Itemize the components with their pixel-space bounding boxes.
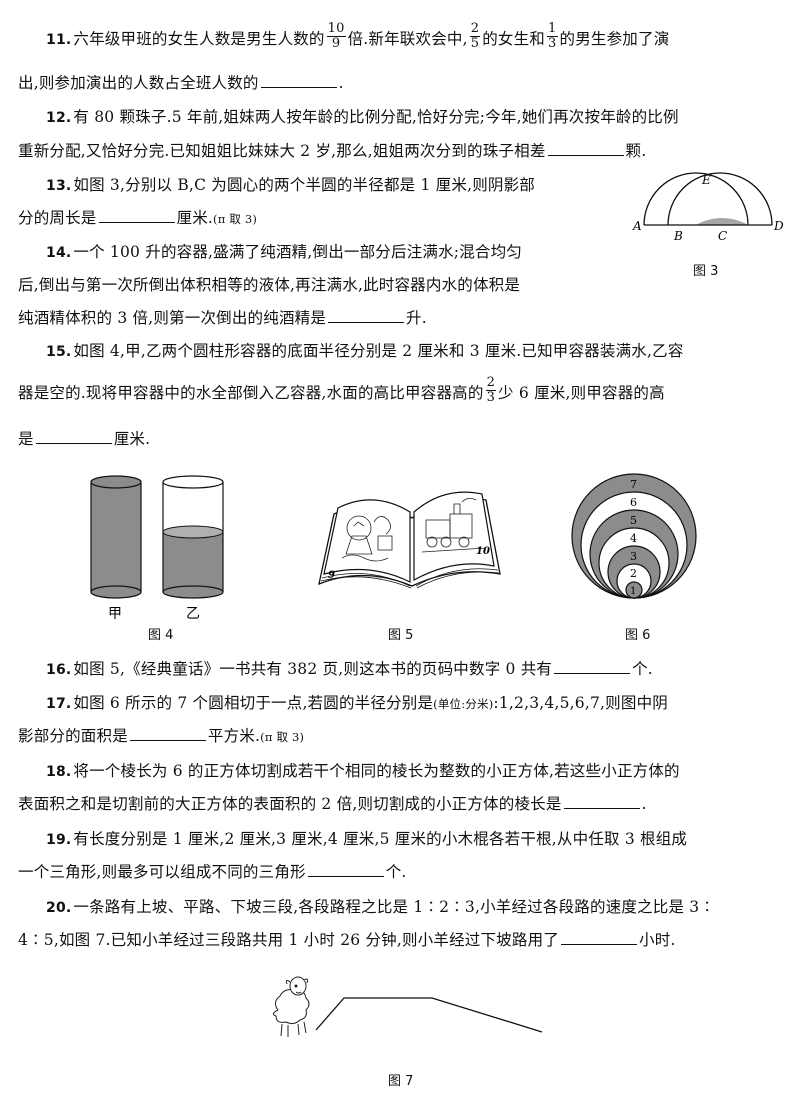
answer-blank-16[interactable] [554, 659, 631, 674]
question-14-line-2: 后,倒出与第一次所倒出体积相等的液体,再注满水,此时容器内水的体积是 [18, 276, 521, 294]
figure-4-cylinders: 甲 乙 [90, 475, 224, 622]
answer-blank-13[interactable] [98, 208, 175, 223]
question-13-line-2: 分的周长是厘米.(π 取 3) [18, 208, 258, 227]
lamb-icon [272, 976, 310, 1037]
label-yi: 乙 [186, 606, 200, 622]
cylinder-yi-top [162, 475, 224, 489]
label-e: E [701, 173, 711, 187]
question-12-line-1: 12.有 80 颗珠子.5 年前,姐妹两人按年龄的比例分配,恰好分完;今年,她们… [46, 108, 679, 126]
answer-blank-20[interactable] [561, 930, 637, 945]
answer-blank-14[interactable] [328, 308, 405, 323]
figure-6-caption: 图 6 [625, 628, 651, 643]
answer-blank-19[interactable] [307, 862, 384, 877]
label-r4: 4 [630, 532, 637, 545]
book-left-page [323, 499, 411, 583]
cylinder-yi-water-surface [162, 525, 224, 539]
label-jia: 甲 [108, 606, 122, 622]
question-17-line-2: 影部分的面积是平方米.(π 取 3) [18, 726, 305, 745]
cylinder-jia-top [90, 475, 142, 489]
question-19-line-1: 19.有长度分别是 1 厘米,2 厘米,3 厘米,4 厘米,5 厘米的小木棍各若… [46, 830, 688, 848]
book-page-edges [320, 568, 500, 589]
question-15-line-3: 是厘米. [18, 429, 151, 448]
label-r2: 2 [630, 567, 637, 580]
label-r3: 3 [630, 550, 637, 563]
left-illustration [341, 515, 393, 562]
question-20-line-1: 20.一条路有上坡、平路、下坡三段,各段路程之比是 1∶2∶3,小羊经过各段路的… [46, 898, 716, 916]
question-19-line-2: 一个三角形,则最多可以组成不同的三角形个. [18, 862, 407, 881]
figure-5-caption: 图 5 [388, 628, 414, 643]
question-13-line-1: 13.如图 3,分别以 B,C 为圆心的两个半圆的半径都是 1 厘米,则阴影部 [46, 176, 535, 194]
answer-blank-11[interactable] [260, 73, 337, 88]
question-15-line-1: 15.如图 4,甲,乙两个圆柱形容器的底面半径分别是 2 厘米和 3 厘米.已知… [46, 342, 684, 360]
page-number-right: 10 [476, 546, 490, 557]
circle-r1 [625, 581, 643, 599]
question-18-line-2: 表面积之和是切割前的大正方体的表面积的 2 倍,则切割成的小正方体的棱长是. [18, 794, 647, 813]
label-b: B [673, 229, 683, 243]
label-r5: 5 [630, 514, 637, 527]
figure-3-semicircles: A B C D E [632, 172, 784, 243]
question-16-line-1: 16.如图 5,《经典童话》一书共有 382 页,则这本书的页码中数字 0 共有… [46, 659, 653, 678]
figure-4-caption: 图 4 [148, 628, 174, 643]
figure-3-caption: 图 3 [693, 264, 719, 279]
question-18-line-1: 18.将一个棱长为 6 的正方体切割成若干个相同的棱长为整数的小正方体,若这些小… [46, 762, 680, 780]
question-14-line-3: 纯酒精体积的 3 倍,则第一次倒出的纯酒精是升. [18, 308, 427, 327]
figure-6-tangent-circles: 1 2 3 4 5 6 7 [571, 473, 697, 599]
cylinder-jia-body [90, 481, 142, 593]
answer-blank-15[interactable] [35, 429, 112, 444]
answer-blank-18[interactable] [563, 794, 640, 809]
label-r1: 1 [630, 586, 636, 597]
question-14-line-1: 14.一个 100 升的容器,盛满了纯酒精,倒出一部分后注满水;混合均匀 [46, 243, 523, 261]
question-20-line-2: 4∶5,如图 7.已知小羊经过三段路共用 1 小时 26 分钟,则小羊经过下坡路… [18, 930, 676, 949]
figure-5-open-book: 9 10 [318, 491, 501, 589]
figure-7-caption: 图 7 [388, 1074, 414, 1089]
cylinder-yi-water [163, 532, 223, 592]
page-number-left: 9 [328, 570, 335, 581]
question-17-line-1: 17.如图 6 所示的 7 个圆相切于一点,若圆的半径分别是(单位:分米):1,… [46, 694, 668, 712]
question-12-line-2: 重新分配,又恰好分完.已知姐姐比妹妹大 2 岁,那么,姐姐两次分到的珠子相差颗. [18, 141, 647, 160]
figure-7-road-with-lamb [272, 976, 543, 1037]
label-r6: 6 [630, 496, 637, 509]
label-a: A [632, 219, 642, 233]
road-profile [315, 997, 543, 1033]
book-right-page [413, 491, 495, 582]
cylinder-jia-bottom [90, 585, 142, 599]
shaded-lens [696, 218, 748, 225]
cylinder-yi-bottom [162, 585, 224, 599]
question-11-line-2: 出,则参加演出的人数占全班人数的. [18, 73, 344, 92]
label-c: C [718, 229, 727, 243]
semicircle-c [667, 172, 773, 226]
label-r7: 7 [630, 478, 637, 491]
label-d: D [773, 219, 784, 233]
semicircle-b [643, 172, 749, 226]
answer-blank-17[interactable] [129, 726, 206, 741]
right-illustration-train [421, 498, 487, 553]
answer-blank-12[interactable] [547, 141, 624, 156]
